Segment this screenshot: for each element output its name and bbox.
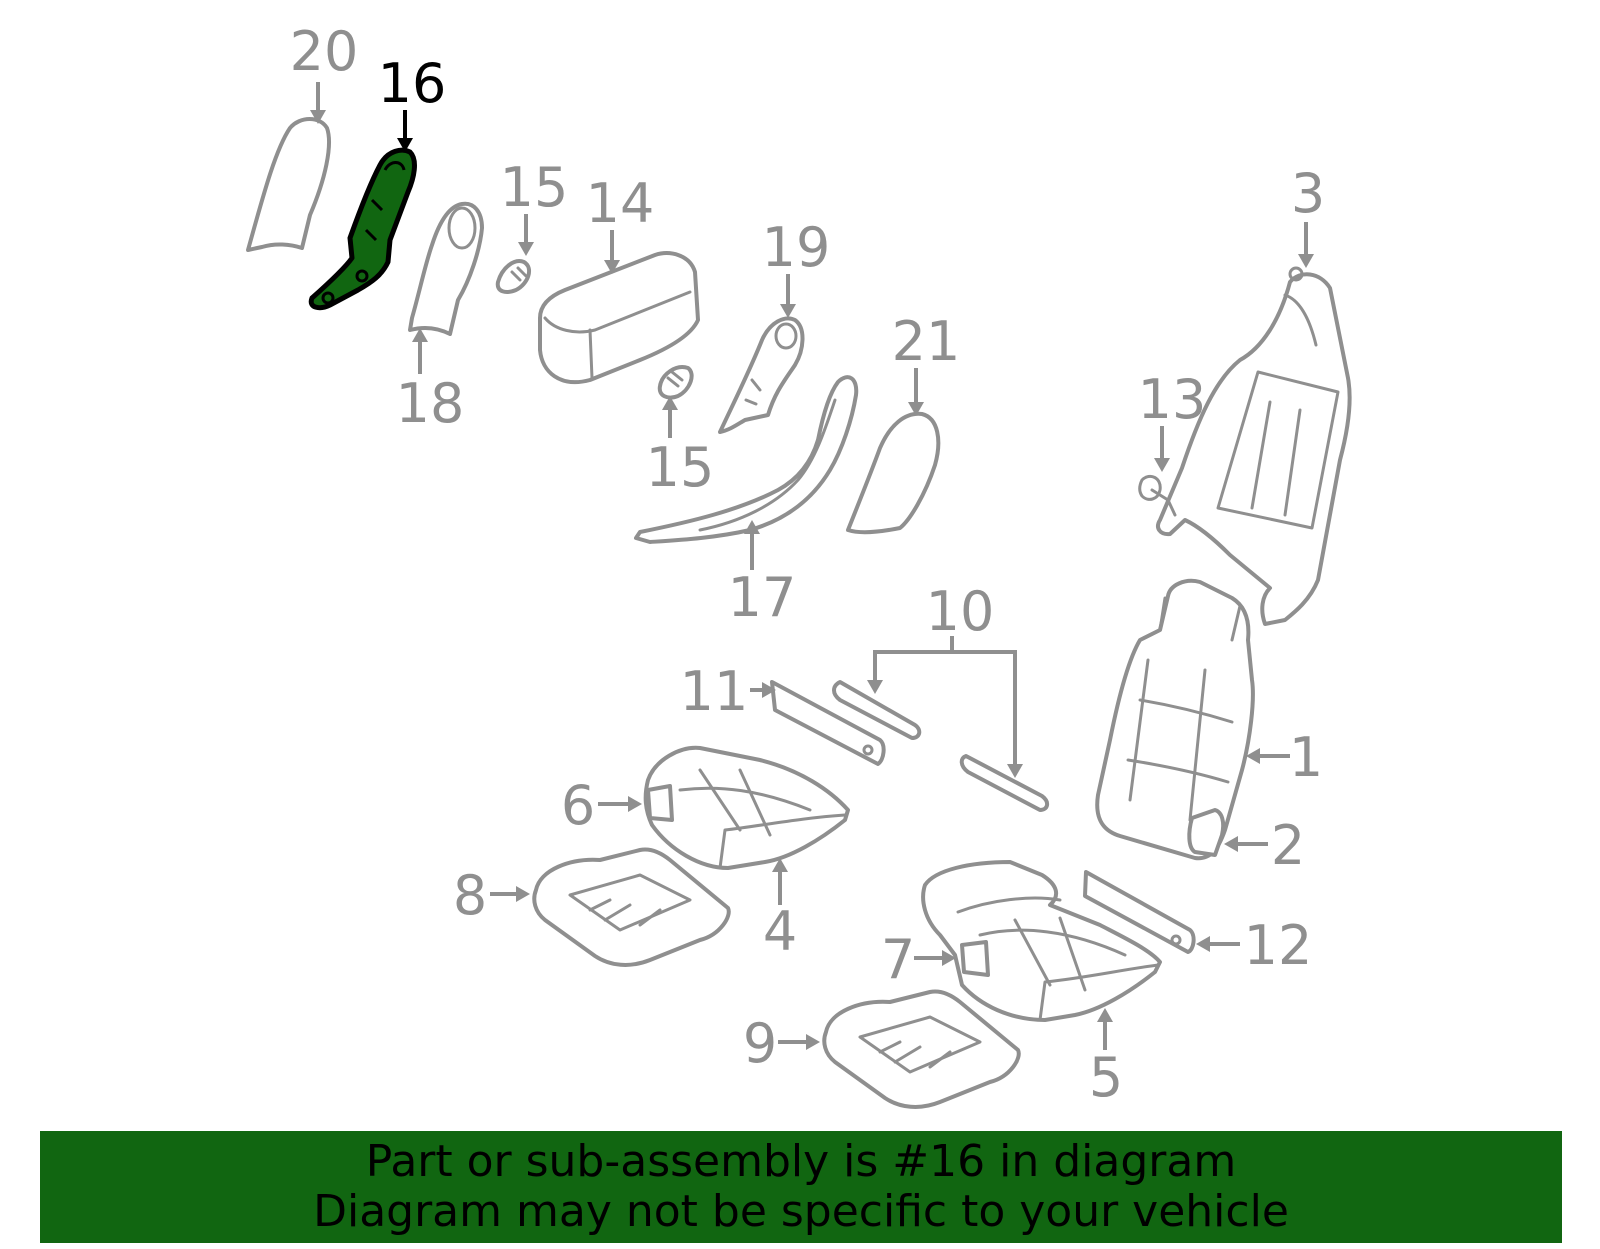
callout-7: 7 bbox=[881, 928, 915, 991]
part-11 bbox=[770, 680, 886, 766]
part-20 bbox=[246, 117, 331, 252]
callout-20: 20 bbox=[290, 20, 359, 83]
callout-15-upper: 15 bbox=[500, 156, 569, 219]
callout-16: 16 bbox=[378, 52, 447, 115]
callout-1: 1 bbox=[1289, 726, 1323, 789]
callout-13: 13 bbox=[1138, 368, 1207, 431]
callout-11: 11 bbox=[680, 660, 749, 723]
part-19 bbox=[718, 316, 805, 434]
callout-14: 14 bbox=[586, 172, 655, 235]
part-15-upper bbox=[495, 259, 532, 294]
callout-5: 5 bbox=[1089, 1046, 1123, 1109]
part-18 bbox=[408, 201, 484, 336]
callout-18: 18 bbox=[396, 372, 465, 435]
callout-2: 2 bbox=[1271, 814, 1305, 877]
banner-line-part: Part or sub-assembly is #16 in diagram bbox=[365, 1136, 1237, 1187]
part-3 bbox=[1156, 266, 1352, 626]
banner-line-disclaimer: Diagram may not be specific to your vehi… bbox=[313, 1186, 1289, 1237]
part-1 bbox=[1095, 578, 1255, 861]
part-13 bbox=[1138, 474, 1177, 517]
callout-12: 12 bbox=[1244, 914, 1313, 977]
callout-8: 8 bbox=[453, 864, 487, 927]
part-4 bbox=[643, 745, 850, 870]
part-21 bbox=[846, 411, 941, 535]
leaders bbox=[310, 82, 1314, 1050]
part-10 bbox=[832, 680, 1049, 812]
callout-6: 6 bbox=[561, 774, 595, 837]
part-15-lower bbox=[657, 365, 694, 400]
part-6 bbox=[646, 784, 674, 822]
part-12 bbox=[1083, 870, 1196, 954]
part-5 bbox=[921, 860, 1162, 1022]
info-banner: Part or sub-assembly is #16 in diagram D… bbox=[40, 1131, 1562, 1243]
part-8 bbox=[532, 847, 731, 967]
callout-4: 4 bbox=[763, 900, 797, 963]
part-14 bbox=[538, 251, 700, 384]
callout-3: 3 bbox=[1291, 162, 1325, 225]
part-2 bbox=[1187, 808, 1226, 857]
part-9 bbox=[822, 989, 1021, 1109]
callout-9: 9 bbox=[743, 1012, 777, 1075]
part-7 bbox=[960, 940, 990, 977]
callout-17: 17 bbox=[728, 566, 797, 629]
part-16-highlighted bbox=[308, 147, 417, 311]
callout-21: 21 bbox=[892, 310, 961, 373]
callout-10: 10 bbox=[926, 580, 995, 643]
callout-15-lower: 15 bbox=[646, 436, 715, 499]
callout-19: 19 bbox=[762, 216, 831, 279]
callout-labels: 20 16 18 15 14 15 19 17 21 3 13 10 11 1 … bbox=[290, 20, 1326, 1109]
